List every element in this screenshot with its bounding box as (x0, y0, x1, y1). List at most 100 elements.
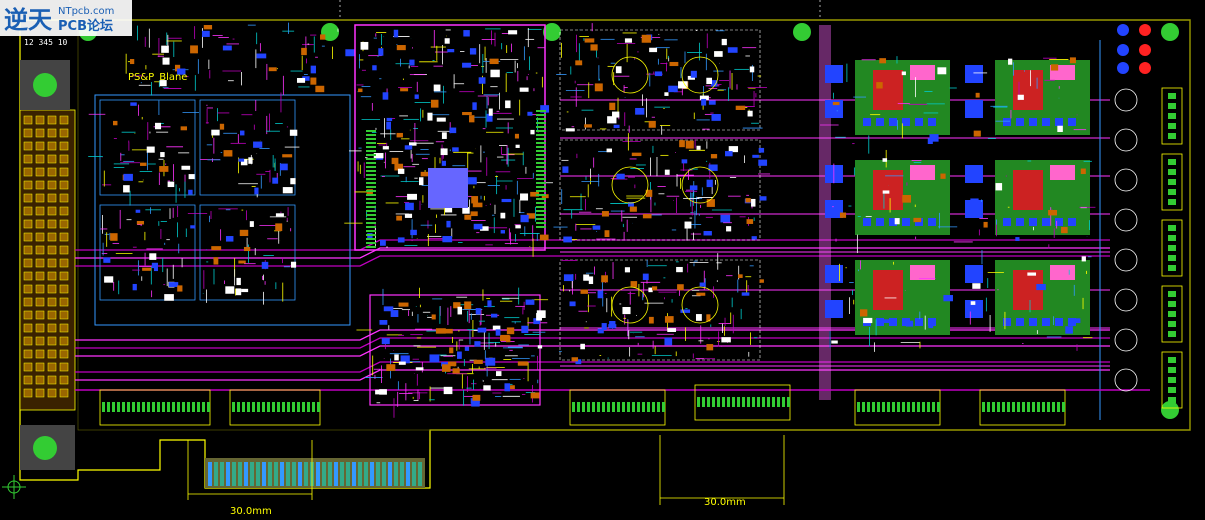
connector-pin (917, 402, 920, 412)
power-module-component (983, 221, 988, 228)
analog-section-frame (94, 94, 351, 326)
channel-component (628, 202, 634, 207)
edge-finger (256, 462, 260, 486)
terminal-pin (1168, 321, 1176, 327)
fpga-routing-component (393, 29, 399, 38)
fpga-routing-component (462, 62, 472, 68)
connector-pin (777, 397, 780, 407)
edge-finger (328, 462, 332, 486)
ram-routing-component (447, 361, 457, 367)
channel-component (648, 120, 656, 128)
channel-component (706, 179, 713, 188)
fpga-routing-component (541, 194, 549, 199)
power-module-component (1036, 284, 1046, 291)
mount-hole-bottom-left (33, 436, 57, 460)
fpga-pad (366, 214, 376, 216)
fpga-pad (366, 150, 376, 152)
analog-channel-component (181, 165, 191, 170)
transformer-outline (681, 166, 719, 204)
mount-hole-top-left (33, 73, 57, 97)
connector-pin (862, 402, 865, 412)
channel-component (741, 292, 750, 296)
connector-pin (742, 397, 745, 407)
ram-routing-component (525, 299, 535, 305)
power-module-fet (965, 300, 983, 318)
power-module-inductor (873, 270, 903, 310)
connector-pin (1047, 402, 1050, 412)
terminal-pin (1168, 199, 1176, 205)
header-pin (47, 310, 57, 320)
channel-component (563, 236, 572, 243)
connector-pin (877, 402, 880, 412)
channel-component (746, 219, 754, 224)
power-module-component (975, 92, 980, 98)
terminal-pin (1168, 189, 1176, 195)
mount-hole-top-d (793, 23, 811, 41)
ram-routing-component (536, 313, 542, 321)
fpga-pad (536, 138, 546, 140)
channel-component (608, 324, 617, 328)
top-left-area-component (159, 80, 167, 87)
led-connector (1114, 248, 1138, 272)
fpga-routing-component (386, 121, 391, 130)
power-module-capacitor (876, 218, 884, 226)
channel-component (735, 105, 746, 110)
terminal-pin (1168, 159, 1176, 165)
analog-channel-component (290, 261, 297, 268)
header-pin (59, 206, 69, 216)
channel-component (681, 159, 688, 164)
ram-routing-component (453, 302, 461, 309)
edge-finger (262, 462, 266, 486)
connector-pin (1022, 402, 1025, 412)
fpga-pad (536, 122, 546, 124)
fpga-area-frame (354, 24, 546, 251)
connector-pin (632, 402, 635, 412)
connector-pin (622, 402, 625, 412)
header-pin (47, 219, 57, 229)
analog-channel-component (272, 177, 279, 184)
fpga-routing-component (530, 191, 540, 197)
power-module-capacitor (928, 218, 936, 226)
channel-component (575, 60, 583, 66)
connector-pin (727, 397, 730, 407)
power-module-component (901, 71, 906, 76)
connector-pin (112, 402, 115, 412)
header-pin (35, 336, 45, 346)
analog-channel-component (155, 122, 162, 130)
edge-finger (370, 462, 374, 486)
edge-finger (280, 462, 284, 486)
edge-finger (346, 462, 350, 486)
ram-routing-component (474, 341, 481, 347)
connector-pin (232, 402, 235, 412)
power-module-capacitor (1068, 118, 1076, 126)
header-pin (47, 167, 57, 177)
power-module-component (1008, 58, 1013, 65)
edge-finger (322, 462, 326, 486)
channel-component (565, 128, 575, 132)
header-pin (59, 193, 69, 203)
fpga-pad (366, 194, 376, 196)
analog-channel-component (146, 146, 155, 153)
power-module-capacitor (876, 118, 884, 126)
ram-routing-component (505, 335, 511, 343)
fpga-pad (536, 170, 546, 172)
channel-component (575, 359, 582, 365)
analog-channel-component (188, 189, 193, 195)
ram-routing-component (487, 300, 492, 308)
fpga-pad (536, 110, 546, 112)
connector-pin (117, 402, 120, 412)
fpga-pad (366, 218, 376, 220)
fpga-routing-component (386, 117, 393, 122)
ram-area-frame (369, 294, 541, 406)
header-pin (59, 219, 69, 229)
header-pin (47, 388, 57, 398)
terminal-block (1161, 219, 1183, 277)
ram-routing-component (375, 389, 381, 395)
transformer-outline (611, 286, 649, 324)
fpga-routing-component (436, 117, 446, 122)
analog-channel-component (236, 277, 241, 286)
header-pin (47, 284, 57, 294)
terminal-pin (1168, 331, 1176, 337)
edge-finger (382, 462, 386, 486)
